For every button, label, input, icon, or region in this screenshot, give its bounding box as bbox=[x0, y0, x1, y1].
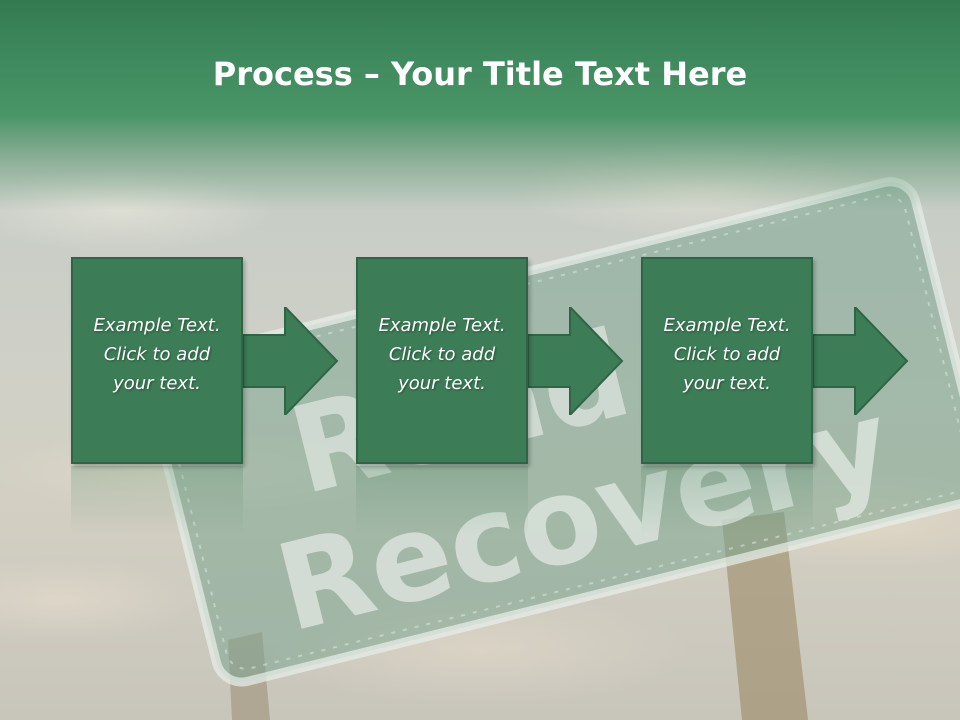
step-2-reflection bbox=[356, 466, 528, 536]
step-text-3[interactable]: Example Text. Click to add your text. bbox=[663, 315, 791, 394]
step-1-reflection bbox=[71, 466, 243, 536]
arrow-right-icon bbox=[813, 307, 909, 415]
header-band bbox=[0, 0, 960, 210]
arrow-right-icon bbox=[243, 307, 339, 415]
step-3-reflection bbox=[641, 466, 813, 536]
slide-title[interactable]: Process – Your Title Text Here bbox=[0, 52, 960, 96]
step-text-2[interactable]: Example Text. Click to add your text. bbox=[378, 315, 506, 394]
step-box-2[interactable]: Example Text. Click to add your text. bbox=[356, 257, 528, 464]
step-box-1[interactable]: Example Text. Click to add your text. bbox=[71, 257, 243, 464]
title-bold: Process bbox=[212, 55, 353, 93]
step-box-3[interactable]: Example Text. Click to add your text. bbox=[641, 257, 813, 464]
title-rest: – Your Title Text Here bbox=[352, 55, 748, 93]
step-text-1[interactable]: Example Text. Click to add your text. bbox=[93, 315, 221, 394]
arrow-right-icon bbox=[528, 307, 624, 415]
